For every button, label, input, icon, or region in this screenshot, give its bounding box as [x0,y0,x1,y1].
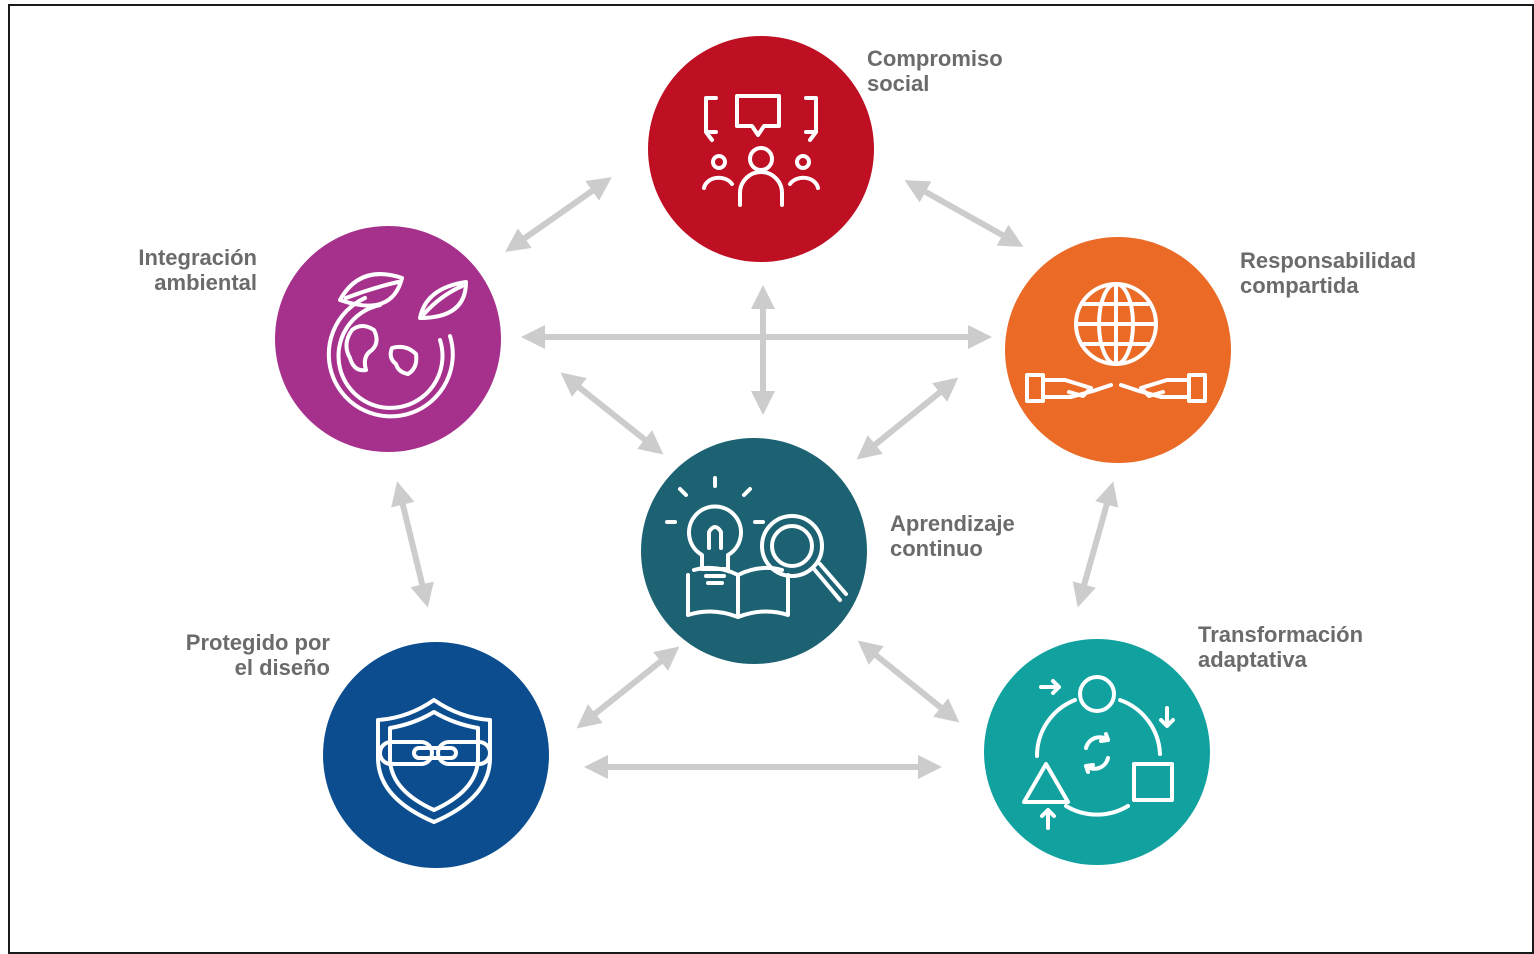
integracion-ambiental-circle [275,226,501,452]
aprendizaje-continuo-circle [641,438,867,664]
label-line-1: Responsabilidad [1240,248,1417,273]
arrow-responsabilidad-transformacion [1072,481,1119,608]
label-line-1: Aprendizaje [890,511,1015,536]
earth-leaves-icon [326,272,468,419]
lightbulb-book-magnifier-icon [665,476,848,619]
integracion-ambiental-label: Integración ambiental [100,245,257,295]
protegido-diseno-label: Protegido por el diseño [140,630,330,680]
arrow-compromiso-responsabilidad [904,180,1024,247]
label-line-1: Protegido por [185,630,330,655]
label-line-2: el diseño [234,655,330,680]
label-line-2: social [867,71,930,96]
label-line-2: continuo [890,536,983,561]
responsabilidad-compartida-label: Responsabilidad compartida [1240,248,1416,298]
connection-arrows [391,177,1119,779]
people-discussion-icon [702,94,820,207]
transformacion-adaptativa-label: Transformación adaptativa [1198,622,1363,672]
aprendizaje-continuo-label: Aprendizaje continuo [890,511,1015,561]
shield-chain-icon [376,698,492,824]
cycle-shapes-icon [1022,675,1175,830]
globe-hands-icon [1025,282,1207,403]
arrow-integracion-aprendizaje [560,372,664,455]
protegido-diseno-circle [323,642,549,868]
arrow-responsabilidad-aprendizaje [856,377,959,460]
arrow-aprendizaje-protegido [576,646,680,729]
transformacion-adaptativa-circle [984,639,1210,865]
arrow-integracion-compromiso [505,177,612,252]
arrow-integracion-protegido [391,481,434,608]
arrow-aprendizaje-transformacion [857,640,960,723]
label-line-1: Integración [138,245,257,270]
label-line-1: Compromiso [867,46,1003,71]
compromiso-social-label: Compromiso social [867,46,1003,96]
label-line-1: Transformación [1198,622,1364,647]
label-line-2: compartida [1240,273,1359,298]
label-line-2: adaptativa [1198,647,1307,672]
label-line-2: ambiental [154,270,257,295]
